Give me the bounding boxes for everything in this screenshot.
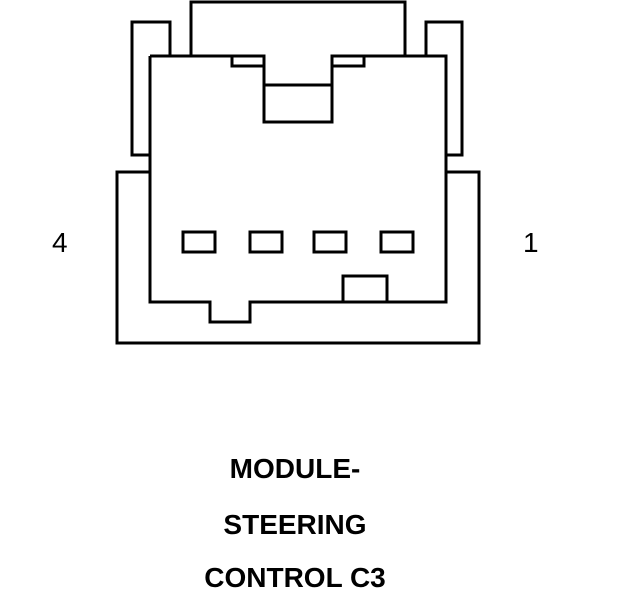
pin-cavity-1 — [379, 230, 415, 254]
pin-cavity-4 — [181, 230, 217, 254]
polarization-key — [341, 274, 389, 302]
right-lock-arm — [424, 20, 464, 157]
left-notch-ledge — [230, 56, 264, 68]
pin-cavity-3 — [248, 230, 284, 254]
pin-4-label: 4 — [52, 227, 68, 258]
pin-1-label: 1 — [523, 227, 539, 258]
connector-caption-line-3: CONTROL C3 — [204, 562, 386, 593]
outer-shroud — [115, 170, 481, 345]
connector-caption-line-2: STEERING — [223, 509, 367, 540]
top-notch-box — [262, 83, 334, 124]
connector-caption-line-1: MODULE- — [229, 453, 361, 484]
top-latch-tab — [189, 0, 407, 55]
left-lock-arm — [130, 20, 172, 157]
connector-body — [148, 54, 448, 324]
pin-cavity-2 — [312, 230, 348, 254]
right-notch-ledge — [332, 56, 366, 68]
